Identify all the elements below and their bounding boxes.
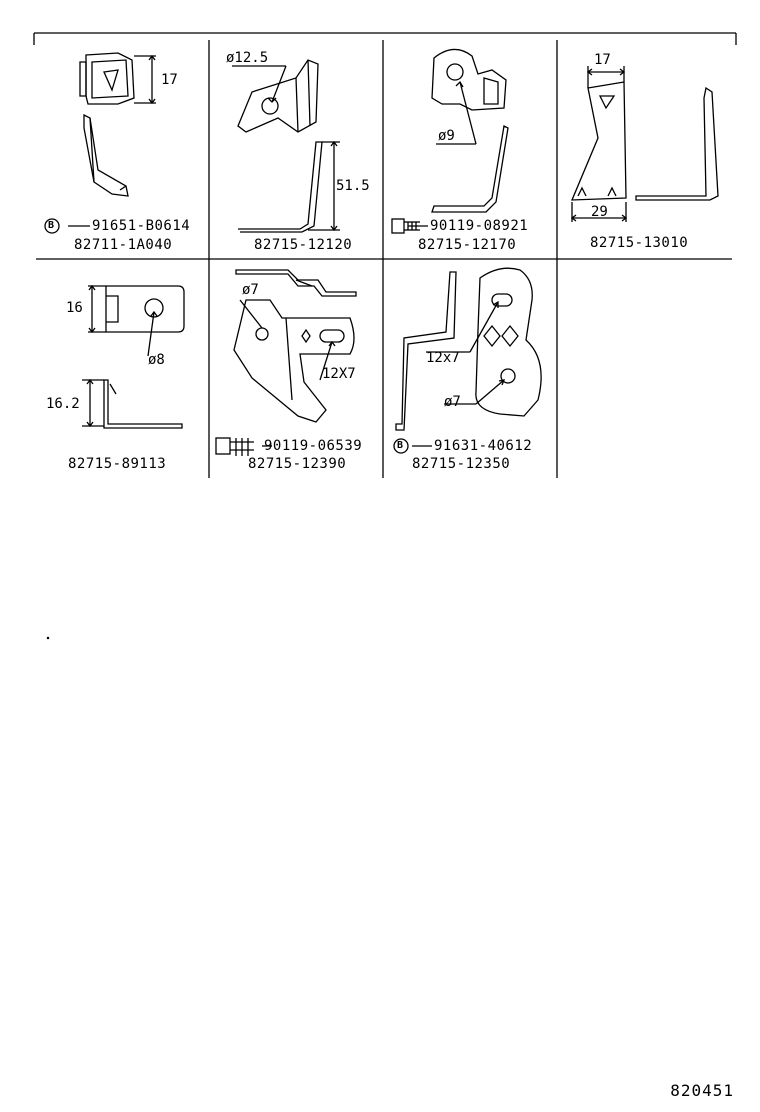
- dimension-width-29: 29: [591, 204, 608, 220]
- part-number: 82715-89113: [68, 456, 167, 472]
- dimension-hole-diameter: ø12.5: [226, 50, 269, 66]
- bolt-90119-08921-symbol: [391, 218, 420, 234]
- bracket-82715-13010-drawing: [570, 66, 719, 222]
- part-number: 82715-12390: [248, 456, 347, 472]
- fastener-number: 90119-06539: [264, 438, 363, 454]
- fastener-number: 91631-40612: [434, 438, 533, 454]
- dimension-width-17: 17: [594, 52, 611, 68]
- fastener-number: 91651-B0614: [92, 218, 191, 234]
- part-number: 82711-1A040: [74, 237, 173, 253]
- bracket-82711-1A040-drawing: [44, 52, 156, 234]
- dimension-hole-diameter: ø8: [148, 352, 165, 368]
- bracket-82715-12120-drawing: [232, 59, 340, 233]
- dimension-hole-diameter: ø7: [444, 394, 461, 410]
- dimension-height-17: 17: [161, 72, 178, 88]
- dimension-height-16-2: 16.2: [46, 396, 80, 412]
- fastener-bolt-symbol: B: [48, 220, 55, 231]
- dimension-hole-diameter: ø7: [242, 282, 259, 298]
- bracket-82715-12350-drawing: [393, 267, 542, 454]
- dimension-height-51-5: 51.5: [336, 178, 370, 194]
- part-number: 82715-12170: [418, 237, 517, 253]
- dimension-slot-12x7: 12x7: [426, 350, 460, 366]
- bracket-82715-89113-drawing: [82, 284, 185, 429]
- bracket-82715-12170-drawing: [391, 48, 509, 234]
- fastener-bolt-symbol: B: [397, 440, 404, 451]
- dimension-slot-12x7: 12X7: [322, 366, 356, 382]
- bracket-82715-12390-drawing: [215, 269, 357, 456]
- fastener-number: 90119-08921: [430, 218, 529, 234]
- sheet-code: 820451: [670, 1081, 734, 1100]
- part-number: 82715-12120: [254, 237, 353, 253]
- dimension-hole-diameter: ø9: [438, 128, 455, 144]
- sheet-frame: [33, 32, 737, 478]
- bolt-90119-06539-symbol: [215, 437, 254, 456]
- part-number: 82715-13010: [590, 235, 689, 251]
- dimension-height-16: 16: [66, 300, 83, 316]
- part-number: 82715-12350: [412, 456, 511, 472]
